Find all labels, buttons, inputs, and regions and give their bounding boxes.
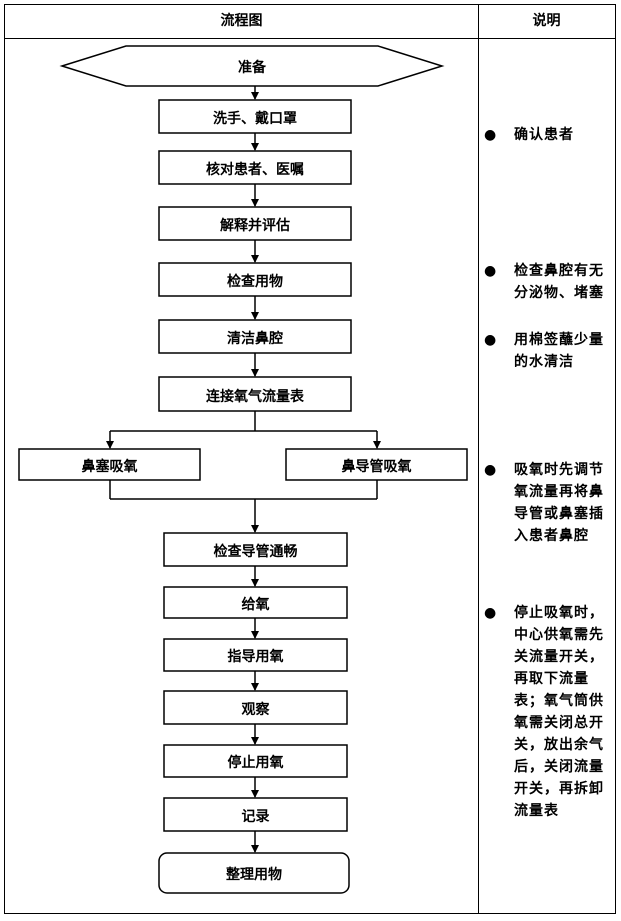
branch-right-label: 鼻导管吸氧 — [341, 459, 412, 475]
note-text: 确认患者 — [514, 127, 574, 143]
step-label: 解释并评估 — [220, 218, 290, 234]
bullet-icon: ● — [484, 263, 498, 279]
branch-left-box — [18, 448, 201, 481]
flowchart-table: 流程图 说明 — [4, 4, 616, 914]
step-label: 记录 — [241, 809, 270, 825]
step-box — [158, 150, 352, 185]
bullet-icon: ● — [484, 462, 498, 478]
note-item: ● 用棉签蘸少量的水清洁 — [484, 329, 604, 373]
note-item: ● 确认患者 — [484, 124, 604, 146]
note-item: ● 检查鼻腔有无分泌物、堵塞 — [484, 260, 604, 304]
step-box — [163, 638, 348, 672]
step-box — [163, 532, 348, 567]
header-divider — [5, 38, 615, 39]
step-label: 指导用氧 — [227, 649, 284, 665]
step-label: 清洁鼻腔 — [227, 331, 283, 347]
step-box — [163, 744, 348, 778]
bullet-icon: ● — [484, 605, 498, 621]
note-text: 停止吸氧时，中心供氧需先关流量开关，再取下流量表；氧气筒供氧需关闭总开关，放出余… — [514, 605, 604, 819]
step-label: 观察 — [241, 702, 270, 718]
notes-column-header: 说明 — [532, 13, 561, 29]
bullet-icon: ● — [484, 332, 498, 348]
note-item: ● 停止吸氧时，中心供氧需先关流量开关，再取下流量表；氧气筒供氧需关闭总开关，放… — [484, 602, 604, 822]
step-box — [158, 319, 352, 354]
branch-right-box — [285, 448, 468, 481]
prepare-label: 准备 — [238, 60, 266, 76]
column-divider — [478, 38, 479, 913]
step-label: 核对患者、医嘱 — [206, 162, 304, 178]
branch-left-label: 鼻塞吸氧 — [81, 459, 138, 475]
step-label: 检查导管通畅 — [213, 544, 298, 560]
step-box — [163, 586, 348, 619]
flowchart-column-header: 流程图 — [5, 5, 479, 38]
note-text: 检查鼻腔有无分泌物、堵塞 — [514, 263, 604, 301]
note-item: ● 吸氧时先调节氧流量再将鼻导管或鼻塞插入患者鼻腔 — [484, 459, 604, 547]
end-box — [158, 852, 350, 894]
bullet-icon: ● — [484, 127, 498, 143]
note-text: 吸氧时先调节氧流量再将鼻导管或鼻塞插入患者鼻腔 — [514, 462, 604, 544]
step-label: 检查用物 — [227, 274, 283, 290]
step-label: 洗手、戴口罩 — [213, 111, 297, 127]
note-text: 用棉签蘸少量的水清洁 — [514, 332, 604, 370]
step-label: 停止用氧 — [227, 755, 284, 771]
step-label: 连接氧气流量表 — [206, 389, 304, 405]
step-box — [158, 262, 352, 297]
step-label: 给氧 — [241, 597, 270, 613]
step-box — [158, 206, 352, 241]
step-box — [158, 376, 352, 412]
step-box — [163, 797, 348, 832]
end-label: 整理用物 — [226, 867, 282, 883]
prepare-hexagon — [59, 45, 445, 87]
